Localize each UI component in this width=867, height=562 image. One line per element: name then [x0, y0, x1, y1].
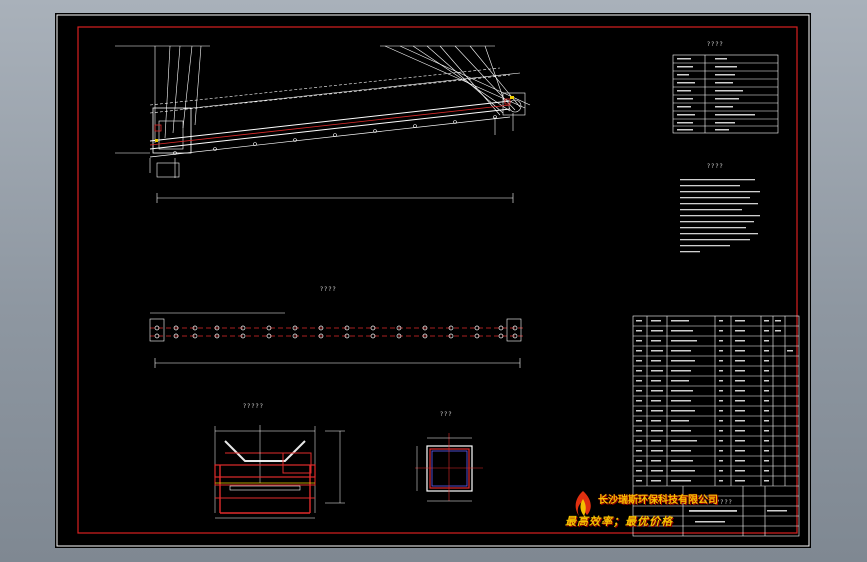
- plan-view-title: ????: [320, 286, 337, 293]
- bom-table: [632, 315, 800, 537]
- square-section: [415, 433, 483, 502]
- tech-notes: [680, 179, 760, 253]
- plan-view: [149, 312, 523, 368]
- tech-params-table: [672, 54, 779, 134]
- brand-slogan: 最高效率；最优价格: [565, 515, 673, 528]
- bom-title: ??????????: [691, 499, 733, 506]
- bom-cells: [636, 320, 793, 523]
- cross-section-title: ?????: [243, 403, 264, 410]
- brand-company: 长沙瑞斯环保科技有限公司: [598, 495, 718, 506]
- tech-params-title: ????: [707, 41, 724, 48]
- drawing-sheet: ???? ???? ???? ????? ??? ?????????? 长沙瑞斯…: [55, 13, 811, 548]
- brand-watermark: 长沙瑞斯环保科技有限公司 最高效率；最优价格: [565, 491, 718, 531]
- conveyor-elevation: [115, 45, 531, 203]
- tech-notes-title: ????: [707, 163, 724, 170]
- cad-drawing: [56, 14, 810, 547]
- flame-logo-icon: [575, 491, 591, 516]
- cross-section: [214, 425, 345, 519]
- outer-frame: [56, 14, 810, 547]
- square-section-title: ???: [440, 411, 453, 418]
- inner-border: [77, 26, 798, 534]
